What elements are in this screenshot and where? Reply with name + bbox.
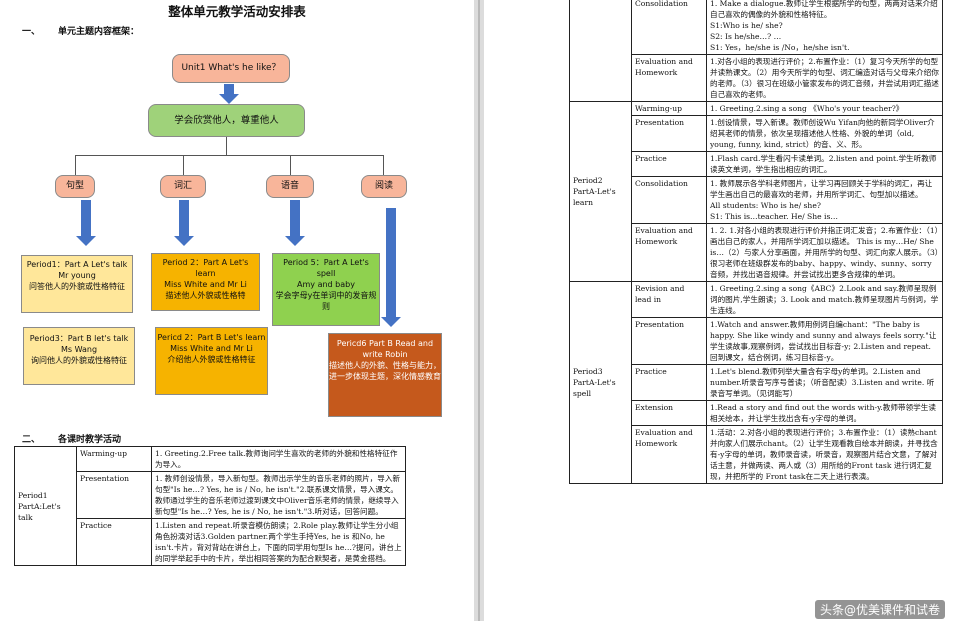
watermark: 头条@优美课件和试卷 [814,600,945,619]
table-row: Evaluation and Homework 1. 2. 1.对各小组的表现进… [570,223,943,282]
activity-table-right: Consolidation 1. Make a dialogue.教师让学生根据… [569,0,943,484]
period-cell: Period2 PartA-Let's learn [569,101,632,282]
period-cell [569,0,632,102]
period-cell: Period3 PartA-Let's spell [569,281,632,484]
period2b-subtitle: Miss White and Mr Li [170,344,253,353]
period1-box: Period1：Part A Let's talk Mr young 问答他人的… [21,255,133,313]
section1-heading: 单元主题内容框架： [58,27,140,37]
step-cell: Revision and lead in [631,281,707,318]
period6-box: Pericd6 Part B Read and write Robin 描述他人… [328,333,442,417]
step-cell: Consolidation [631,176,707,224]
period6-desc: 描述他人的外貌、性格与能力，进一步体现主题，深化情感教育 [329,361,441,381]
step-cell: Presentation [631,317,707,365]
content-cell: 1.对各小组的表现进行评价；2.布置作业：（1）复习今天所学的句型并读熟课文。（… [706,54,943,102]
content-cell: 1.Read a story and find out the words wi… [706,400,943,426]
branch-phonics: 语音 [266,175,314,198]
mindmap-root: Unit1 What's he like？ [172,54,290,83]
table-row: Evaluation and Homework 1.活动：2.对各小组的表现进行… [570,425,943,484]
right-page: Consolidation 1. Make a dialogue.教师让学生根据… [484,0,953,621]
period3-box: Period3：Part B let's talk Ms Wang 询问他人的外… [23,327,135,385]
step-cell: Extension [631,400,707,426]
content-cell: 1. Greeting.2.sing a song 《Who's your te… [706,101,943,116]
arrow-down-icon [285,200,305,246]
content-cell: 1. Make a dialogue.教师让学生根据所学的句型，两两对话来介绍自… [706,0,943,55]
left-page: 整体单元教学活动安排表 一、 单元主题内容框架： Unit1 What's he… [0,0,474,621]
table-row: Presentation 1.创设情景，导入新课。教师创设Wu Yifan向他的… [570,115,943,152]
table-row: Presentation 1.Watch and answer.教师用例词自编c… [570,317,943,365]
arrow-down-icon [174,200,194,246]
connector-line [290,155,291,175]
content-cell: 1.Listen and repeat.听录音模仿朗读；2.Role play.… [151,518,406,566]
period2a-title: Period 2：Part A Let's learn [162,258,249,278]
step-cell: Presentation [76,471,152,519]
period2b-box: Pericd 2：Part B Let's learn Miss White a… [155,327,268,395]
period3-desc: 询问他人的外貌或性格特征 [31,356,127,365]
period2b-desc: 介绍他人外貌或性格特征 [167,355,256,364]
period5-title: Period 5：Part A Let's spell [283,258,369,278]
step-cell: Practice [631,151,707,177]
period2b-title: Pericd 2：Part B Let's learn [157,333,266,342]
table-row: Consolidation 1. Make a dialogue.教师让学生根据… [569,0,943,102]
content-cell: 1.活动：2.对各小组的表现进行评价；3.布置作业：（1）读熟chant并向家人… [706,425,943,484]
period3-title: Period3：Part B let's talk Ms Wang [29,334,129,354]
step-cell: Practice [631,364,707,401]
branch-vocabulary: 词汇 [160,175,206,198]
period5-box: Period 5：Part A Let's spell Amy and baby… [272,253,380,326]
period6-title: Pericd6 Part B Read and write Robin [336,339,434,359]
table-row: Period3 PartA-Let's spell Revision and l… [569,281,943,484]
mindmap-theme: 学会欣赏他人，尊重他人 [148,104,305,137]
step-cell: Warming-up [76,446,152,472]
table-row: Presentation 1. 教师创设情景，导入新句型。教师出示学生的音乐老师… [15,471,406,519]
section2-heading: 各课时教学活动 [58,435,122,445]
connector-line [75,155,76,175]
table-row: Period1 PartA:Let's talk Warming-up 1. G… [14,446,406,566]
period2a-box: Period 2：Part A Let's learn Miss White a… [151,253,260,311]
document-title: 整体单元教学活动安排表 [168,4,306,19]
content-cell: 1. 2. 1.对各小组的表现进行评价并指正词汇发音；2.布置作业：（1）画出自… [706,223,943,282]
step-cell: Presentation [631,115,707,152]
period2a-subtitle: Miss White and Mr Li [164,280,247,289]
period1-title: Period1：Part A Let's talk Mr young [26,260,128,280]
period5-desc: 学会字母y在单词中的发音规则 [275,291,377,311]
connector-line [226,137,227,155]
period5-subtitle: Amy and baby [297,280,355,289]
content-cell: 1. 教师展示各学科老师图片，让学习再回顾关于学科的词汇，再让学生画出自己的最喜… [706,176,943,224]
content-cell: 1.Watch and answer.教师用例词自编chant："The bab… [706,317,943,365]
content-cell: 1. 教师创设情景，导入新句型。教师出示学生的音乐老师的照片，导入新句型"Is … [151,471,406,519]
content-cell: 1.Flash card.学生看闪卡读单词。2.listen and point… [706,151,943,177]
connector-line [383,155,384,175]
arrow-down-icon [381,208,401,327]
content-cell: 1.Let's blend.教师列举大量含有字母y的单词。2.Listen an… [706,364,943,401]
page-divider [478,0,480,621]
period2a-desc: 描述他人外貌或性格特 [165,291,246,300]
content-cell: 1. Greeting.2.sing a song《ABC》2.Look and… [706,281,943,318]
branch-reading: 阅读 [361,175,407,198]
table-row: Consolidation 1. 教师展示各学科老师图片，让学习再回顾关于学科的… [570,176,943,224]
content-cell: 1. Greeting.2.Free talk.教师询问学生喜欢的老师的外貌和性… [151,446,406,472]
table-row: Extension 1.Read a story and find out th… [570,400,943,426]
arrow-down-icon [76,200,96,246]
content-cell: 1.创设情景，导入新课。教师创设Wu Yifan向他的新同学Oliver介绍其老… [706,115,943,152]
step-cell: Practice [76,518,152,566]
period-cell: Period1 PartA:Let's talk [14,446,77,566]
step-cell: Evaluation and Homework [631,54,707,102]
table-row: Practice 1.Listen and repeat.听录音模仿朗读；2.R… [15,518,406,566]
branch-sentence: 句型 [55,175,95,198]
activity-table-left: Period1 PartA:Let's talk Warming-up 1. G… [14,446,406,566]
table-row: Period2 PartA-Let's learn Warming-up 1. … [569,101,943,282]
step-cell: Consolidation [631,0,707,55]
connector-line [183,155,184,175]
step-cell: Evaluation and Homework [631,223,707,282]
table-row: Evaluation and Homework 1.对各小组的表现进行评价；2.… [570,54,943,102]
step-cell: Warming-up [631,101,707,116]
section2-number: 二、 [22,435,41,445]
connector-line [75,155,383,156]
section1-number: 一、 [22,27,41,37]
period1-desc: 问答他人的外貌或性格特征 [29,282,125,291]
arrow-down-icon [219,84,239,104]
step-cell: Evaluation and Homework [631,425,707,484]
